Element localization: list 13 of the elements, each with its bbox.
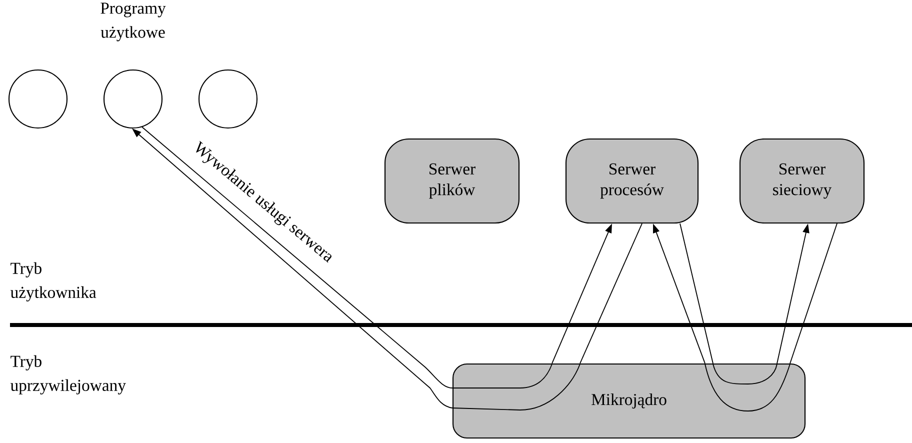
connector-line [790,223,838,364]
mode-label: Programy użytkowe [100,2,166,42]
program-circle [103,69,163,129]
server-box: Serwer procesów [565,138,699,224]
mode-label: Tryb uprzywilejowany [10,355,126,394]
kernel-box: Mikrojądro [452,363,806,439]
connector-line [680,223,714,364]
server-box: Serwer plików [384,138,520,224]
server-box: Serwer sieciowy [739,138,865,224]
connector-line [580,223,642,364]
program-circle [198,69,258,129]
program-circle [8,69,68,129]
mode-label: Tryb użytkownika [10,262,96,302]
